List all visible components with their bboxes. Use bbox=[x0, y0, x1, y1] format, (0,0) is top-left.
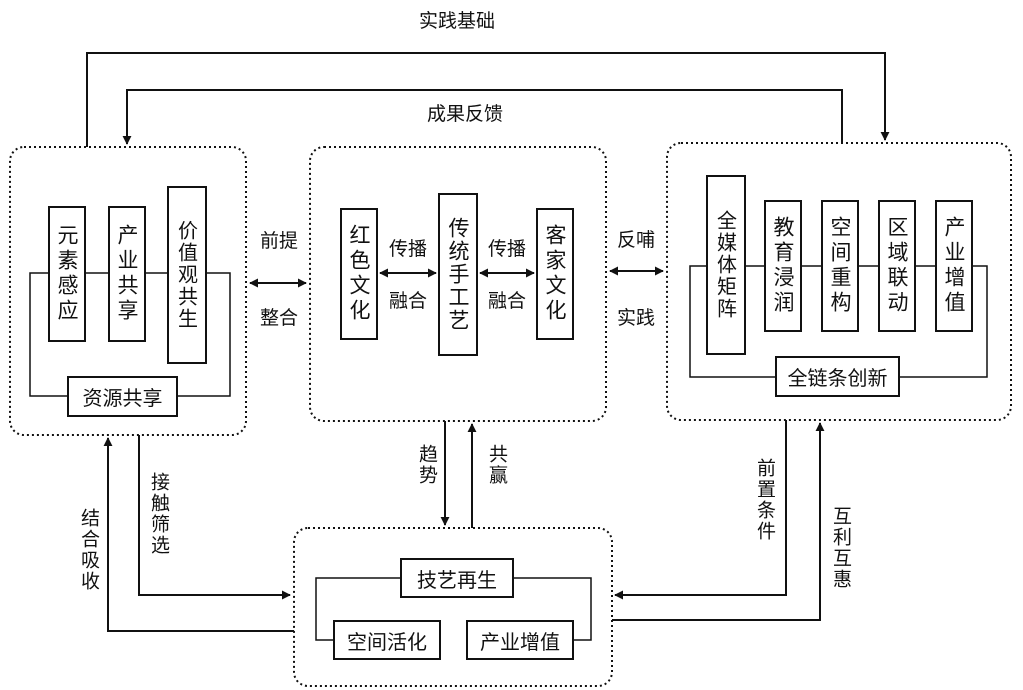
integration-label: 整合 bbox=[259, 307, 298, 329]
left-group-container bbox=[9, 146, 247, 436]
right-item-industry-value: 产业增值 bbox=[935, 200, 973, 332]
right-item-regional-linkage: 区域联动 bbox=[878, 200, 916, 332]
result-feedback-arrow bbox=[122, 89, 843, 145]
left-base-resource-sharing: 资源共享 bbox=[67, 376, 178, 417]
center-item-hakka-culture: 客家文化 bbox=[536, 208, 574, 340]
left-item-values-symbiosis: 价值观共生 bbox=[167, 186, 207, 364]
bottom-inner-frame-right bbox=[514, 577, 592, 641]
contact-screening-arrow bbox=[138, 435, 291, 600]
center-item-traditional-craft: 传统手工艺 bbox=[438, 193, 478, 356]
center-group-container bbox=[309, 146, 607, 422]
fusion-label-merge-right: 融合 bbox=[487, 290, 526, 312]
win-win-label: 共赢 bbox=[486, 444, 508, 486]
result-feedback-label: 成果反馈 bbox=[426, 103, 503, 125]
premise-label: 前提 bbox=[259, 230, 298, 252]
bottom-group-container bbox=[293, 527, 613, 687]
mutual-benefit-label: 互利互惠 bbox=[830, 506, 852, 590]
fusion-label-merge-left: 融合 bbox=[388, 290, 427, 312]
left-item-element-sensing: 元素感应 bbox=[48, 206, 86, 342]
practice-basis-label: 实践基础 bbox=[418, 10, 495, 32]
right-item-space-reconstruction: 空间重构 bbox=[821, 200, 859, 332]
combine-absorb-arrow bbox=[103, 437, 294, 632]
fusion-label-spread-left: 传播 bbox=[388, 238, 427, 260]
contact-screening-label: 接触筛选 bbox=[148, 472, 170, 556]
precondition-arrow bbox=[614, 420, 787, 600]
right-item-education: 教育浸润 bbox=[764, 200, 802, 332]
right-group-container bbox=[666, 142, 1012, 421]
left-item-industry-sharing: 产业共享 bbox=[108, 206, 146, 342]
bottom-craft-regeneration: 技艺再生 bbox=[400, 558, 514, 598]
right-media-matrix: 全媒体矩阵 bbox=[706, 175, 746, 355]
mutual-benefit-arrow bbox=[612, 422, 825, 621]
center-item-red-culture: 红色文化 bbox=[340, 208, 378, 340]
bottom-space-activation: 空间活化 bbox=[333, 620, 441, 660]
precondition-label: 前置条件 bbox=[754, 458, 776, 542]
practice-label: 实践 bbox=[616, 307, 655, 329]
nurture-label: 反哺 bbox=[616, 229, 655, 251]
trend-label: 趋势 bbox=[416, 444, 438, 486]
fusion-label-spread-right: 传播 bbox=[487, 238, 526, 260]
bottom-inner-frame bbox=[315, 577, 400, 641]
bottom-industry-value: 产业增值 bbox=[466, 620, 574, 660]
right-base-full-chain: 全链条创新 bbox=[775, 356, 900, 397]
practice-basis-arrow bbox=[86, 52, 890, 147]
combine-absorb-label: 结合吸收 bbox=[78, 508, 100, 592]
